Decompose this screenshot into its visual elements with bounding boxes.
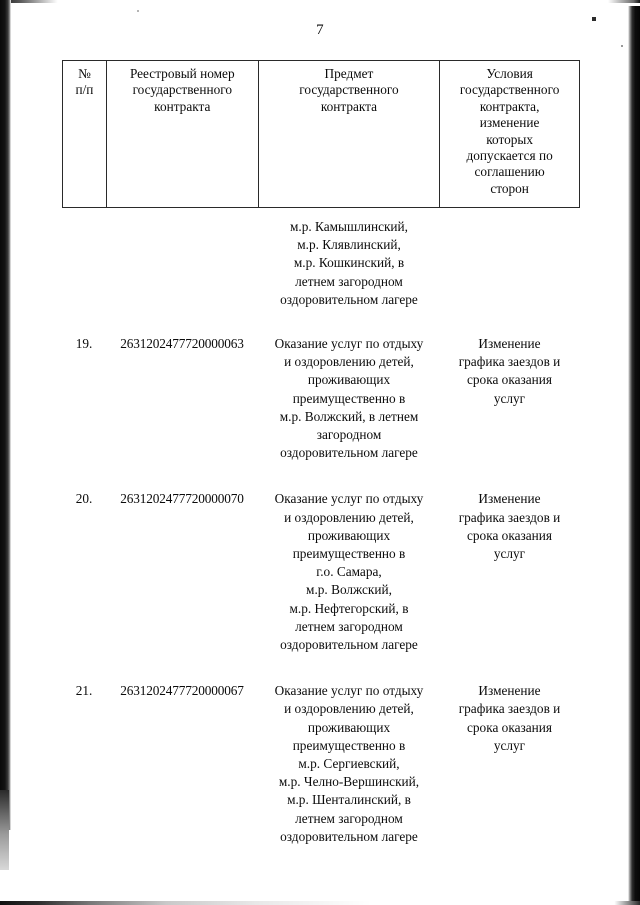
continued-subject-line: м.р. Камышлинский, — [289, 219, 408, 234]
cell-registry-number: 2631202477720000067 — [120, 683, 244, 699]
cell-subject-line: и оздоровлению детей, — [284, 509, 414, 525]
column-header-line: Реестровый номер — [129, 66, 235, 81]
cell-subject-line: г.о. Самара, — [316, 564, 382, 580]
cell-conditions-line: срока оказания — [467, 719, 552, 735]
row-spacer — [62, 462, 580, 490]
column-header-line: допускается по — [466, 148, 553, 164]
column-header-line: п/п — [75, 82, 94, 98]
cell-conditions-line: графика заездов и — [458, 701, 561, 717]
continued-subject-line: м.р. Клявлинский, — [297, 237, 401, 253]
cell-conditions-line: Изменение — [478, 491, 541, 507]
cell-subject-line: оздоровительном лагере — [280, 828, 418, 844]
cell-conditions-line: услуг — [493, 390, 526, 406]
scan-speck-icon — [621, 45, 623, 47]
cell-subject: Оказание услуг по отдыху и оздоровлению д… — [258, 490, 440, 654]
scan-edge-left — [0, 0, 11, 830]
cell-subject-line: летнем загородном — [295, 618, 403, 634]
column-header-line: изменение — [479, 115, 540, 131]
column-header-line: соглашению — [474, 164, 545, 180]
cell-conditions-line: срока оказания — [467, 372, 552, 388]
page-number: 7 — [316, 22, 324, 38]
cell-subject-line: проживающих — [307, 372, 391, 388]
scan-speck-icon — [592, 17, 596, 21]
cell-index: 19. — [75, 336, 93, 352]
column-header-line: контракта, — [479, 98, 540, 114]
column-header-line: Условия — [486, 66, 533, 81]
column-header-line: государственного — [299, 82, 399, 98]
cell-subject-line: м.р. Нефтегорский, в — [289, 600, 409, 616]
column-header-line: Предмет — [324, 66, 374, 81]
continued-subject-line: летнем загородном — [295, 273, 403, 289]
cell-conditions-line: графика заездов и — [458, 354, 561, 370]
cell-subject-line: проживающих — [307, 719, 391, 735]
cell-subject-line: оздоровительном лагере — [280, 637, 418, 653]
scan-edge-right — [628, 6, 640, 905]
cell-subject-line: м.р. Волжский, в летнем — [279, 408, 419, 424]
cell-subject-line: Оказание услуг по отдыху — [274, 491, 424, 507]
cell-subject-line: преимущественно в — [292, 737, 406, 753]
table-row: 20. 2631202477720000070 Оказание услуг по … — [62, 490, 580, 654]
column-header-line: контракта — [154, 98, 211, 114]
cell-registry-number: 2631202477720000070 — [120, 491, 244, 507]
cell-conditions: Изменение графика заездов и срока оказания… — [440, 682, 579, 755]
table-row: 21. 2631202477720000067 Оказание услуг по … — [62, 682, 580, 846]
row-spacer — [62, 654, 580, 682]
cell-conditions-line: Изменение — [478, 336, 541, 352]
cell-subject: Оказание услуг по отдыху и оздоровлению д… — [258, 335, 440, 462]
column-header-line: № — [78, 66, 91, 81]
table-row: 19. 2631202477720000063 Оказание услуг по … — [62, 335, 580, 462]
cell-subject-line: м.р. Волжский, — [306, 582, 392, 598]
cell-subject-line: оздоровительном лагере — [280, 445, 418, 461]
scan-edge-top — [0, 0, 640, 3]
cell-subject-line: преимущественно в — [292, 390, 406, 406]
cell-conditions-line: услуг — [493, 546, 526, 562]
cell-conditions: Изменение графика заездов и срока оказания… — [440, 335, 579, 408]
cell-subject-line: загородном — [316, 427, 382, 443]
column-header-line: сторон — [490, 180, 529, 196]
cell-subject-line: летнем загородном — [295, 810, 403, 826]
cell-index: 21. — [75, 683, 93, 699]
cell-conditions: Изменение графика заездов и срока оказания… — [440, 490, 579, 563]
continued-subject-line: м.р. Кошкинский, в — [293, 255, 405, 271]
scan-edge-left-lower — [0, 790, 9, 870]
scan-speck-icon — [137, 10, 139, 12]
cell-conditions-line: Изменение — [478, 683, 541, 699]
cell-subject-line: м.р. Сергиевский, — [298, 756, 400, 772]
column-header-line: контракта — [320, 98, 378, 114]
cell-subject-line: и оздоровлению детей, — [284, 701, 414, 717]
cell-subject-line: Оказание услуг по отдыху — [274, 336, 424, 352]
cell-conditions-line: услуг — [493, 737, 526, 753]
contracts-table-body: м.р. Камышлинский, м.р. Клявлинский, м.р. … — [62, 218, 580, 846]
cell-conditions-line: графика заездов и — [458, 509, 561, 525]
cell-subject-line: и оздоровлению детей, — [284, 354, 414, 370]
continued-subject-line: оздоровительном лагере — [280, 291, 418, 307]
continued-subject-block: м.р. Камышлинский, м.р. Клявлинский, м.р. … — [258, 218, 440, 309]
cell-conditions-line: срока оказания — [467, 527, 552, 543]
cell-subject-line: проживающих — [307, 527, 391, 543]
cell-subject-line: преимущественно в — [292, 546, 406, 562]
cell-index: 20. — [75, 491, 93, 507]
spacer — [62, 309, 580, 335]
column-header-line: которых — [486, 131, 534, 147]
column-header-line: государственного — [132, 82, 232, 98]
column-header-line: государственного — [459, 82, 560, 98]
cell-subject: Оказание услуг по отдыху и оздоровлению д… — [258, 682, 440, 846]
cell-subject-line: м.р. Челно-Вершинский, — [278, 774, 420, 790]
cell-subject-line: Оказание услуг по отдыху — [274, 683, 424, 699]
cell-registry-number: 2631202477720000063 — [120, 336, 244, 352]
cell-subject-line: м.р. Шенталинский, в — [287, 792, 411, 808]
scan-edge-bottom — [0, 901, 640, 905]
